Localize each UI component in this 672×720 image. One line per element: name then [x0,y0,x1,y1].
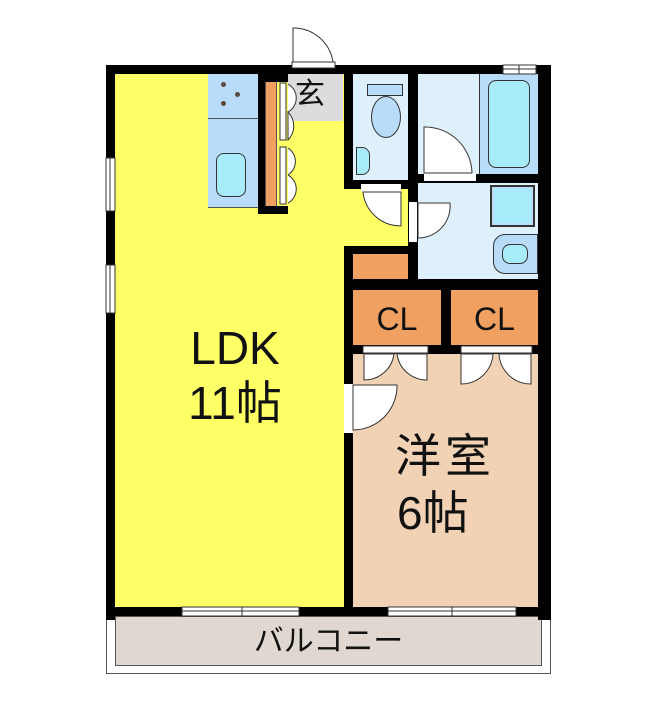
wall-kitchen-partition [258,74,265,214]
entrance-door-icon [291,27,336,69]
washroom-door-icon [409,202,451,242]
western-room-size: 6帖 [397,487,469,539]
burner-icon [221,82,226,87]
entrance: 玄 [288,74,343,121]
window-icon [502,64,537,75]
bath-door-icon [423,126,476,181]
wall-wet-bottom [344,279,538,290]
entrance-label: 玄 [295,78,325,111]
wall-hall-storage-top [344,246,408,254]
wall-kitchen-bottom [258,206,288,214]
balcony-label: バルコニー [253,625,404,658]
window-icon [181,606,517,617]
closet-right-label: CL [474,301,515,337]
bathtub [488,80,530,168]
western-room-door-icon [344,384,398,433]
burner-icon [221,101,226,106]
western-room-name: 洋室 [395,430,495,482]
balcony: バルコニー [115,616,542,666]
closet-left-label: CL [376,301,418,337]
toilet-door-icon [361,184,402,227]
hall-storage [353,254,408,280]
sink [216,153,246,197]
window-icon [105,157,116,314]
ldk-size: 11帖 [188,377,282,429]
closet-left: CL [353,290,441,345]
stove-top [208,74,258,119]
wall-bottom [106,607,551,616]
wall-right [538,65,551,620]
wall-toilet-right [408,74,418,289]
ldk-name: LDK [190,322,280,374]
washbasin-bowl [502,244,528,264]
wall-toilet-left [344,74,353,189]
cabinet-door-icon [279,82,297,205]
hand-basin [356,147,370,175]
wall-closet-bottom [344,345,538,354]
burner-icon [235,92,240,97]
wall-kitchen [258,74,288,82]
toilet-bowl [371,96,401,138]
closet-right: CL [451,290,538,345]
wall-closet-divider [441,290,451,354]
toilet-tank [367,84,403,96]
closet-door-icon [362,345,533,385]
wall-ldk-western [344,254,353,614]
washing-machine [490,185,535,227]
wall-left [106,65,115,620]
wall-bath-divider [418,174,538,183]
wall-top [106,65,551,74]
